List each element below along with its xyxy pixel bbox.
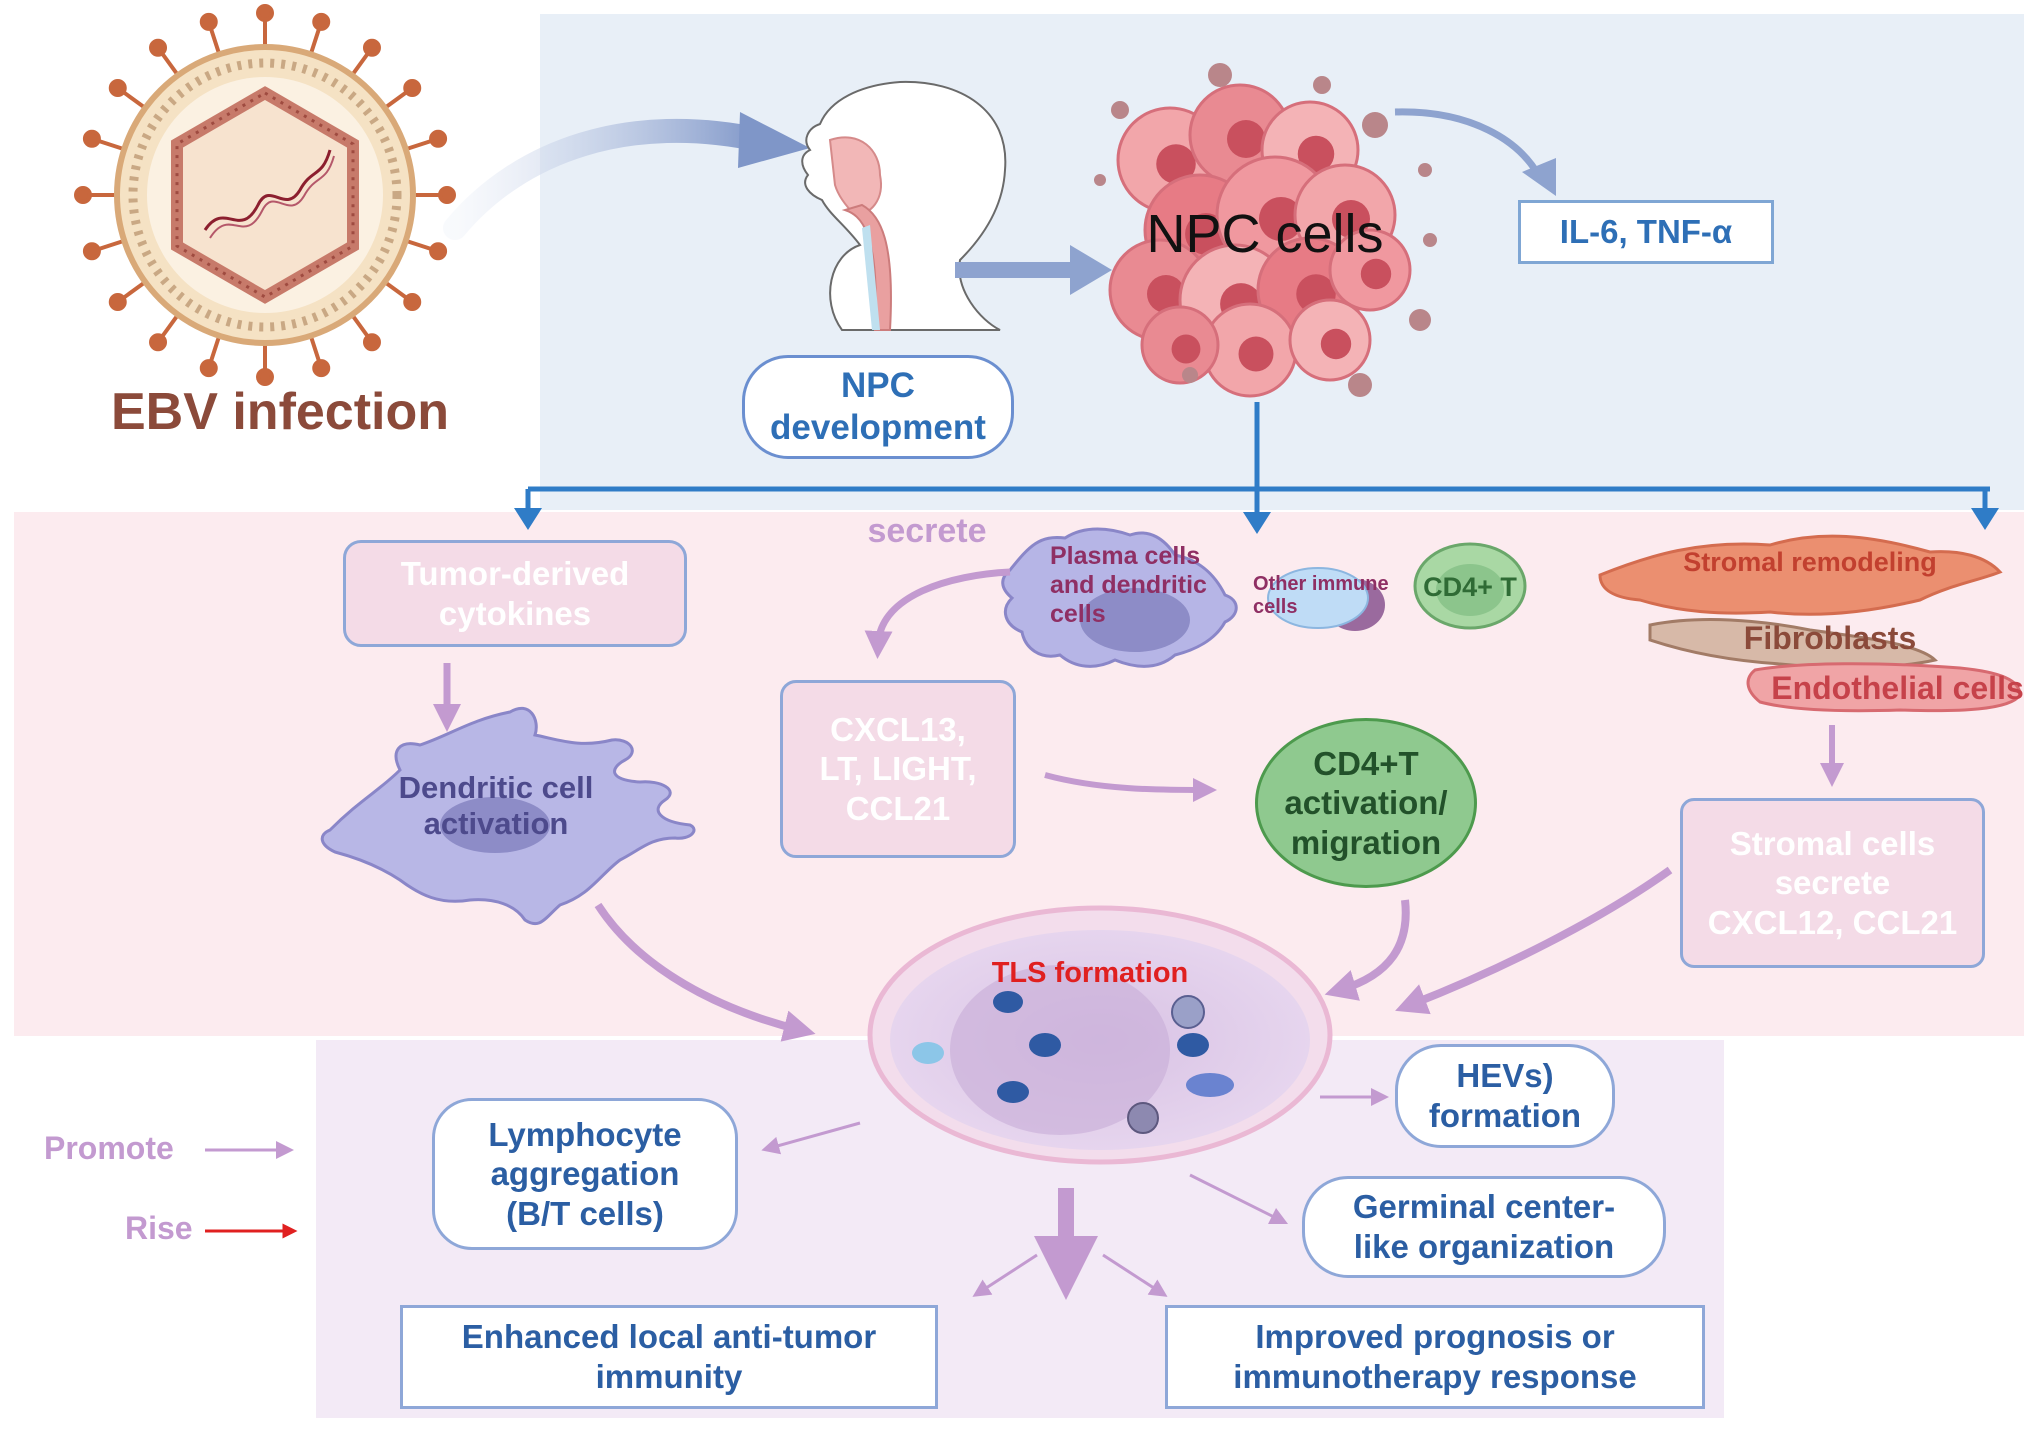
il6-tnf-box: IL-6, TNF-α — [1518, 200, 1774, 264]
cd4-small-label: CD4+ T — [1423, 572, 1517, 602]
plasma-cells-label: Plasma cells and dendritic cells — [1050, 542, 1207, 628]
ebv-virus-icon — [74, 4, 456, 386]
npc-development-box: NPC development — [742, 355, 1014, 459]
endothelial-label: Endothelial cells — [1771, 670, 2024, 706]
dendritic-cell-icon — [320, 706, 696, 926]
ebv-to-npc-arrow — [443, 118, 772, 240]
secrete-label: secrete — [867, 512, 987, 550]
tls-formation-label: TLS formation — [991, 957, 1189, 989]
legend-rise-label: Rise — [125, 1210, 193, 1246]
promote-arrows — [433, 568, 1844, 1300]
dendritic-activation-label: Dendritic cell activation — [398, 770, 594, 841]
germinal-box: Germinal center- like organization — [1302, 1176, 1666, 1278]
npc-to-il6-arrow — [1394, 108, 1544, 180]
chemokines-box: CXCL13, LT, LIGHT, CCL21 — [780, 680, 1016, 858]
tumor-derived-box: Tumor-derived cytokines — [343, 540, 687, 647]
other-immune-label: Other immune cells — [1253, 573, 1389, 618]
enhanced-box: Enhanced local anti-tumor immunity — [400, 1305, 938, 1409]
lymphocyte-box: Lymphocyte aggregation (B/T cells) — [432, 1098, 738, 1250]
endothelial-cell-icon — [1746, 662, 2022, 713]
npc-cells-label: NPC cells — [1146, 204, 1384, 264]
plasma-cell-icon — [1001, 527, 1527, 668]
stromal-remodeling-label: Stromal remodeling — [1683, 547, 1937, 577]
hevs-box: HEVs) formation — [1395, 1044, 1615, 1148]
legend-promote-label: Promote — [44, 1130, 174, 1166]
improved-box: Improved prognosis or immunotherapy resp… — [1165, 1305, 1705, 1409]
ebv-infection-label: EBV infection — [110, 383, 450, 441]
stromal-secrete-box: Stromal cells secrete CXCL12, CCL21 — [1680, 798, 1985, 968]
tls-follicle-icon — [867, 905, 1333, 1165]
human-head-icon — [801, 80, 1007, 331]
cd4-activation-cell: CD4+T activation/ migration — [1255, 718, 1477, 888]
fibroblasts-label: Fibroblasts — [1743, 620, 1917, 656]
tumor-cell-cluster-icon — [1094, 63, 1437, 398]
fibroblast-icon — [1598, 534, 2003, 669]
